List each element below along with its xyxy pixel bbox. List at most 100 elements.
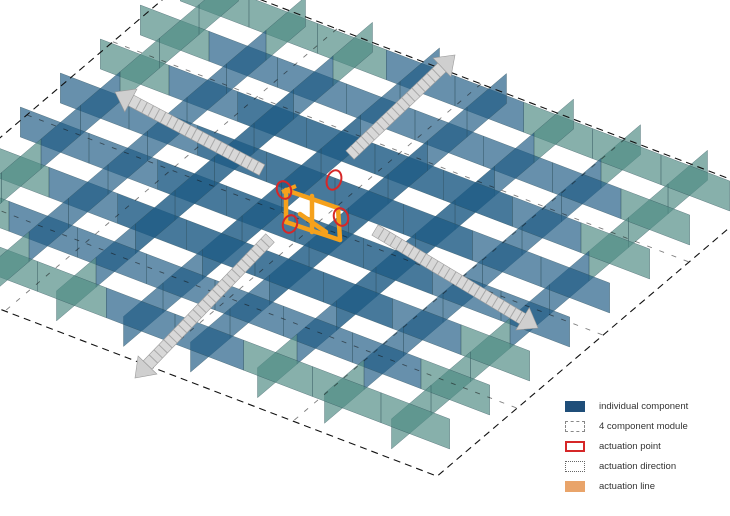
legend-label: actuation direction [599, 460, 677, 472]
arrow-lower-right [371, 224, 539, 331]
legend-label: actuation point [599, 440, 661, 452]
arrow-stripe [416, 82, 426, 93]
legend-item-individual-component: individual component [565, 396, 725, 416]
arrow-stripe [380, 116, 390, 126]
arrow-stripe [202, 298, 212, 309]
arrow-stripe [461, 278, 469, 290]
arrow-stripe [449, 271, 457, 283]
arrow-stripe [184, 125, 192, 137]
module-outlines [0, 0, 730, 477]
arrow-stripe [221, 144, 229, 156]
arrow-stripe [431, 260, 439, 272]
arrow-stripe [234, 151, 241, 163]
arrow-head [134, 355, 158, 379]
arrow-stripe [350, 145, 360, 155]
legend-label: 4 component module [599, 420, 688, 432]
arrow-stripe [370, 126, 380, 136]
arrow-stripe [250, 248, 261, 258]
actuation-line [281, 184, 297, 194]
arrow-stripe [401, 242, 409, 254]
arrow-head [114, 88, 138, 113]
arrow-stripe [236, 263, 246, 273]
arrow-stripe [431, 68, 441, 78]
arrow-stripe [395, 239, 403, 250]
arrow-stripe [396, 102, 406, 112]
arrow-stripe [485, 293, 493, 304]
wall-panel [80, 71, 121, 136]
arrow-stripe [455, 275, 463, 286]
arrow-stripe [158, 344, 168, 354]
arrow-stripe [255, 243, 265, 253]
actuation-point [281, 214, 299, 234]
arrow-stripe [197, 304, 207, 314]
arrow-stripe [240, 154, 247, 166]
wall-panel [135, 189, 176, 255]
module-outline [0, 0, 730, 477]
arrow-stripe [135, 98, 142, 110]
arrow-stripe [159, 111, 167, 124]
legend-item-actuation-direction: actuation direction [565, 456, 725, 476]
arrow-stripe [192, 309, 202, 319]
wall-panel [28, 197, 69, 263]
arrow-stripe [419, 253, 427, 265]
arrow-stripe [479, 289, 487, 301]
legend-label: individual component [599, 400, 689, 412]
arrow-stripe [178, 121, 185, 133]
component-grid [0, 0, 730, 450]
wall-panel [460, 324, 530, 382]
legend-swatch-module [565, 420, 585, 432]
arrow-stripe [360, 135, 370, 146]
wall-panel [580, 222, 650, 280]
arrow-stripe [141, 102, 148, 114]
wall-panel [293, 55, 334, 120]
arrow-stripe [227, 148, 235, 160]
arrow-stripe [173, 329, 183, 339]
arrow-stripe [467, 282, 475, 294]
wall-panel [0, 231, 30, 287]
arrow-stripe [406, 92, 416, 102]
arrow-stripe [182, 319, 193, 329]
arrow-stripe [216, 283, 227, 293]
actuation-point [325, 169, 343, 191]
arrow-stripe [165, 115, 173, 127]
legend-swatch-individual-component [565, 400, 585, 412]
arrow-stripe [391, 106, 401, 117]
arrow-stripe [491, 296, 499, 308]
wall-panel [540, 256, 610, 314]
arrow-stripe [426, 73, 436, 83]
arrow-stripe [215, 141, 222, 153]
arrow-stripe [168, 334, 178, 344]
arrow-stripe [411, 87, 421, 97]
arrow-stripe [515, 311, 523, 322]
wall-panel [174, 156, 215, 221]
arrow-stripe [246, 157, 253, 169]
wall-panel [380, 392, 450, 450]
arrow-stripe [260, 238, 270, 248]
arrow-stripe [389, 235, 397, 247]
legend: individual component 4 component module … [565, 396, 725, 496]
wall-panel [186, 63, 227, 128]
arrow-stripe [401, 97, 411, 107]
actuation-point [275, 180, 293, 200]
arrow-stripe [241, 258, 251, 268]
wall-panel [241, 181, 282, 247]
wall-panel [226, 29, 267, 95]
arrow-stripe [203, 134, 210, 147]
wall-panel [1, 138, 42, 204]
wall-panel [40, 104, 81, 170]
arrow-stripe [421, 77, 431, 88]
actuation-point [332, 207, 350, 227]
wall-panel [494, 132, 535, 197]
wall-panel [107, 130, 148, 196]
wall-panel [420, 358, 490, 416]
wall-panel [387, 140, 428, 205]
wall-panel [620, 188, 690, 246]
arrow-stripe [209, 138, 216, 150]
legend-item-actuation-line: actuation line [565, 476, 725, 496]
arrow-upper-right [345, 54, 456, 160]
arrow-stripe [383, 231, 391, 243]
wall-panel [0, 172, 2, 205]
arrow-head [432, 54, 456, 78]
arrow-stripe [443, 267, 451, 279]
